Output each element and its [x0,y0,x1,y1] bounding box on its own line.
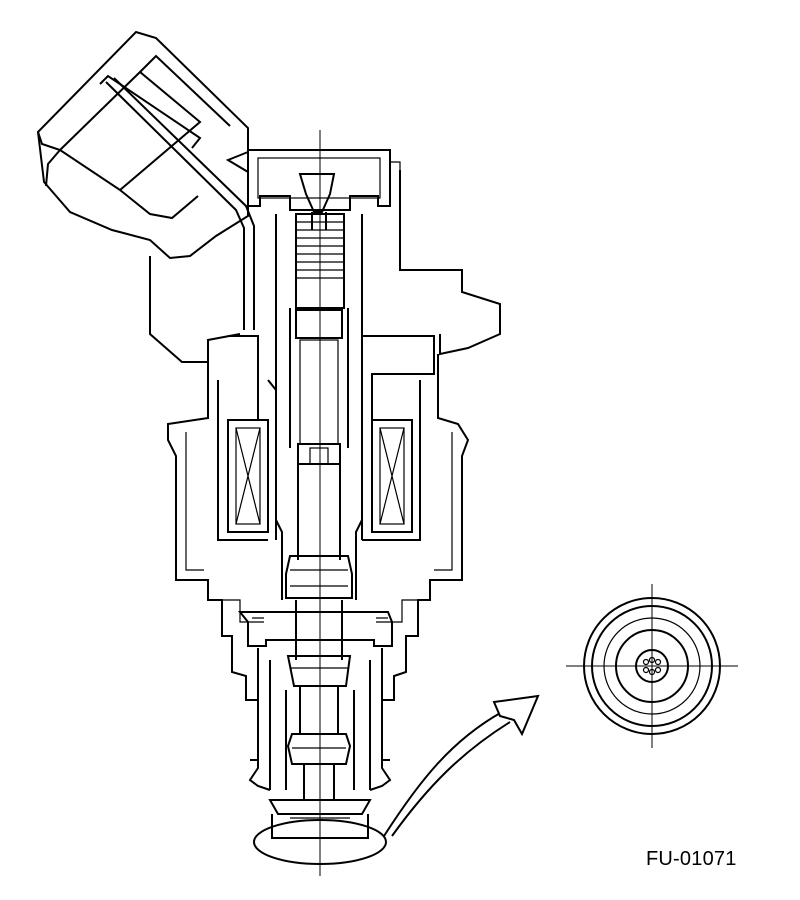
solenoid-coil-left [227,335,277,540]
callout-arrow [383,694,540,837]
needle-valve [237,600,393,801]
nozzle-end-view [566,584,738,748]
core-tube [275,214,363,600]
callout-ellipse [253,819,387,865]
solenoid-coil-right [361,335,435,540]
terminal-wire [105,77,255,330]
figure-code: FU-01071 [646,848,737,870]
electrical-connector [36,30,249,260]
plunger-armature [285,443,353,599]
fuel-inlet-cap [247,149,401,230]
valve-body [248,648,392,791]
injector-housing [149,160,501,724]
